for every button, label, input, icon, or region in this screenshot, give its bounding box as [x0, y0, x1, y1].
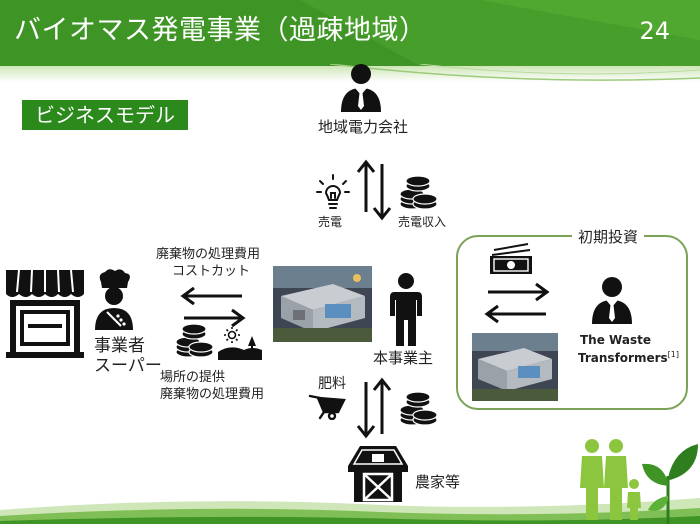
coins-icon: [175, 323, 214, 358]
slide-title: バイオマス発電事業（過疎地域）: [14, 15, 427, 46]
plant-icon: [642, 444, 698, 524]
investor-name-text: Transformers: [578, 351, 668, 365]
power-company-label: 地域電力会社: [318, 118, 409, 136]
banknotes-icon: [490, 243, 532, 274]
investor-name-line1: The Waste: [580, 333, 651, 347]
businessman-icon: [341, 64, 381, 112]
landscape-icon: [218, 327, 262, 360]
plant-photo-center: [273, 266, 372, 342]
power-revenue-label: 売電収入: [398, 215, 447, 229]
header-swoosh: [329, 64, 700, 81]
store-icon: [6, 269, 84, 358]
wheelbarrow-icon: [308, 394, 346, 420]
waste-cost-line1: 廃棄物の処理費用: [156, 247, 261, 262]
page-number: 24: [639, 17, 670, 45]
chef-icon: [95, 269, 133, 330]
barn-icon: [348, 446, 408, 502]
person-icon: [390, 273, 422, 346]
horizontal-arrows-right: [484, 282, 550, 324]
coins-icon: [399, 391, 438, 426]
header-decoration: [300, 0, 700, 66]
vertical-arrows-bottom: [356, 377, 392, 439]
merchants-label-line2: スーパー: [94, 356, 162, 376]
family-icon: [580, 439, 641, 520]
lightbulb-icon: [316, 174, 350, 209]
businessman-icon: [592, 277, 632, 324]
horizontal-arrows-left: [180, 286, 246, 328]
farmers-label: 農家等: [415, 473, 461, 491]
vertical-arrows-top: [356, 159, 392, 221]
waste-cost-line2: コストカット: [172, 264, 251, 279]
initial-investment-label: 初期投資: [572, 228, 645, 246]
coins-icon: [399, 175, 438, 210]
header-bar: バイオマス発電事業（過疎地域） 24: [0, 0, 700, 66]
fertilizer-label: 肥料: [318, 376, 346, 392]
operator-label: 本事業主: [373, 349, 434, 367]
investor-reference: [1]: [667, 350, 679, 359]
investor-name-line2: Transformers[1]: [578, 348, 679, 365]
plant-photo-investment: [472, 333, 558, 401]
provide-line2: 廃棄物の処理費用: [160, 387, 265, 402]
sell-power-label: 売電: [318, 215, 343, 229]
provide-line1: 場所の提供: [160, 370, 226, 385]
header-shadow: [0, 66, 700, 82]
business-model-tag: ビジネスモデル: [22, 100, 188, 130]
footer-decoration: [0, 498, 700, 524]
merchants-label-line1: 事業者: [94, 336, 145, 356]
